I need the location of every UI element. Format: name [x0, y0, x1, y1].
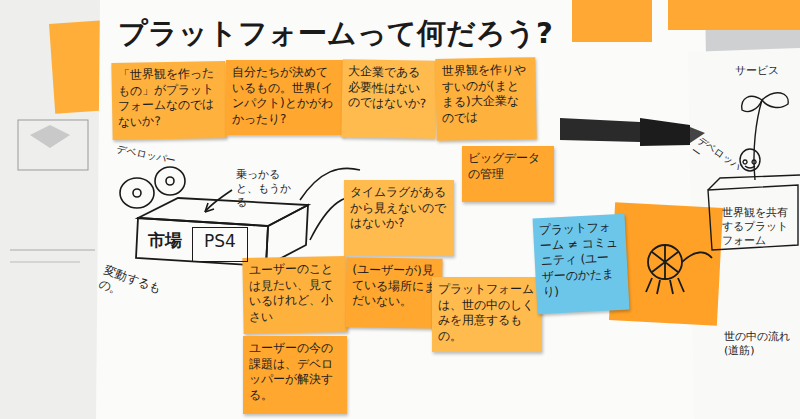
note-text: 世界観を作りやすいのが(まとまる)大企業なのでは — [441, 62, 530, 126]
sketch-note: 乗っかると、もうかる — [236, 168, 296, 209]
box-text: 市場 — [148, 229, 258, 251]
sticky-note: 自分たちが決めているもの。世界(インパクト)とかがわかったり? — [226, 60, 344, 135]
note-text: 「世界観を作ったもの」がプラットフォームなのではないか? — [117, 66, 220, 130]
developer-discs — [120, 167, 232, 212]
drawing-caption: 世の中の流れ(道筋) — [724, 330, 798, 358]
drawing-caption: 世界観を共有するプラットフォーム — [722, 206, 796, 247]
sticky-note-partial — [668, 0, 800, 30]
note-text: ビッグデータの管理 — [468, 151, 548, 182]
printed-line — [10, 250, 95, 251]
sticky-note: 「世界観を作ったもの」がプラットフォームなのではないか? — [111, 61, 226, 140]
drawing-label: サービス — [735, 64, 795, 78]
sticky-note: プラットフォーム ≠ コミュニティ (ユーザーのかたまり) — [533, 214, 630, 315]
console-box: PS4 — [192, 227, 248, 262]
note-text: タイムラグがあるから見えないのではないか? — [350, 185, 448, 232]
printed-figure — [30, 125, 70, 148]
note-text: (ユーザーが)見ている場所にまだいない。 — [352, 262, 437, 310]
sticky-note: タイムラグがあるから見えないのではないか? — [344, 180, 454, 256]
note-text: ユーザーのことは見たい、見ているけれど、小さい — [248, 261, 341, 325]
sketch-note: 変動するもの。 — [97, 263, 164, 312]
note-text: 大企業である必要性はないのではないか? — [348, 64, 431, 112]
market-box-label: 市場PS4 — [142, 224, 264, 260]
note-text: ユーザーの今の課題は、デベロッパーが解決する。 — [249, 341, 341, 403]
sticky-note: 大企業である必要性はないのではないか? — [341, 59, 436, 139]
market-box — [136, 198, 308, 266]
sticky-note-partial — [572, 0, 652, 42]
box-text: PS4 — [197, 230, 243, 252]
sticky-note: ビッグデータの管理 — [462, 146, 554, 202]
note-text: 自分たちが決めているもの。世界(インパクト)とかがわかったり? — [232, 65, 338, 127]
note-text: プラットフォーム ≠ コミュニティ (ユーザーのかたまり) — [539, 219, 623, 301]
printed-figure — [18, 120, 88, 170]
note-text: プラットフォームは、世の中のしくみを用意するもの。 — [438, 282, 536, 344]
marker-pen — [560, 118, 705, 146]
printed-line — [10, 262, 80, 263]
character-doodle — [646, 245, 712, 294]
sticky-note: ユーザーの今の課題は、デベロッパーが解決する。 — [243, 336, 347, 414]
sticky-note: プラットフォームは、世の中のしくみを用意するもの。 — [432, 277, 542, 352]
page-title: プラットフォームって何だろう? — [118, 14, 553, 54]
drawing-label: デベロッパー — [688, 134, 748, 187]
sticky-note: (ユーザーが)見ている場所にまだいない。 — [345, 257, 442, 329]
sketch-label: デベロッパー — [116, 143, 207, 174]
sticky-note: ユーザーのことは見たい、見ているけれど、小さい — [242, 256, 347, 334]
sticky-note: 世界観を作りやすいのが(まとまる)大企業なのでは — [435, 57, 536, 141]
